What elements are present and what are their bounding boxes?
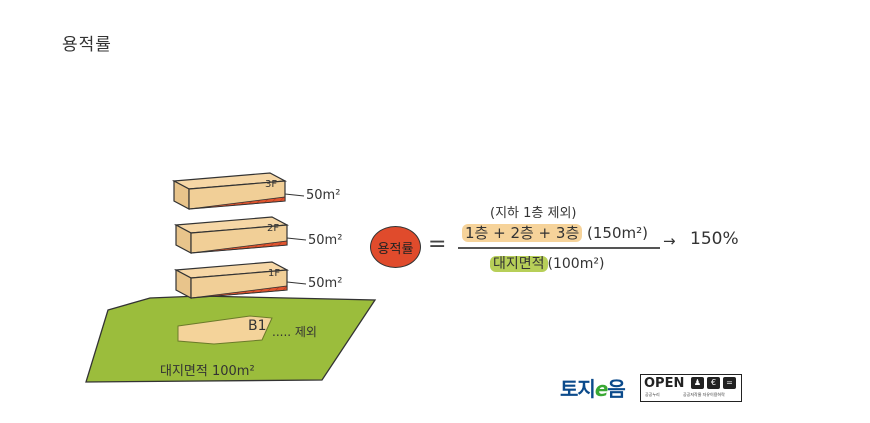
logo-text-before: 토지 bbox=[560, 377, 596, 401]
open-caption-license: 공공저작물 자유이용허락 bbox=[683, 392, 725, 397]
floor-2f-label: 2F bbox=[267, 223, 280, 234]
open-label: OPEN bbox=[644, 376, 685, 391]
no-derivative-icon: = bbox=[723, 377, 736, 389]
open-license-badge: OPEN ♟ € = 공공누리 공공저작물 자유이용허락 bbox=[640, 374, 742, 402]
arrow-icon: → bbox=[663, 232, 676, 250]
logo-text-after: 음 bbox=[607, 377, 625, 401]
numerator: 1층 + 2층 + 3층 (150m²) bbox=[462, 222, 648, 243]
logo-text-e: e bbox=[594, 377, 609, 401]
far-badge-label: 용적률 bbox=[377, 241, 414, 257]
numerator-area: (150m²) bbox=[582, 224, 648, 242]
fraction-line bbox=[458, 247, 660, 249]
no-commercial-icon: € bbox=[707, 377, 720, 389]
floor-2f-block bbox=[173, 216, 307, 254]
person-icon: ♟ bbox=[691, 377, 704, 389]
site-area-label: 대지면적 100m² bbox=[160, 364, 255, 379]
basement-label: B1 bbox=[248, 318, 267, 334]
basement-excluded-note-formula: (지하 1층 제외) bbox=[490, 206, 577, 221]
floor-3f-label: 3F bbox=[265, 179, 278, 190]
floor-1f-area: 50m² bbox=[308, 276, 343, 291]
basement-excluded-note: ..... 제외 bbox=[272, 325, 317, 339]
open-caption: 공공누리 bbox=[645, 392, 660, 397]
numerator-highlight: 1층 + 2층 + 3층 bbox=[462, 224, 583, 242]
far-badge: 용적률 bbox=[370, 226, 421, 268]
equals-sign: = bbox=[428, 232, 447, 257]
floor-3f-area: 50m² bbox=[306, 188, 341, 203]
denominator-area: (100m²) bbox=[547, 256, 605, 272]
tojieum-logo: 토지e음 bbox=[560, 373, 626, 402]
floor-2f-area: 50m² bbox=[308, 233, 343, 248]
floor-1f-block bbox=[173, 261, 307, 299]
result-value: 150% bbox=[690, 229, 739, 249]
denominator-highlight: 대지면적 bbox=[490, 256, 548, 272]
denominator: 대지면적(100m²) bbox=[490, 253, 604, 273]
floor-3f-block bbox=[171, 172, 305, 210]
floor-1f-label: 1F bbox=[268, 268, 281, 279]
basement-outline bbox=[177, 315, 273, 345]
title: 용적률 bbox=[62, 35, 112, 55]
